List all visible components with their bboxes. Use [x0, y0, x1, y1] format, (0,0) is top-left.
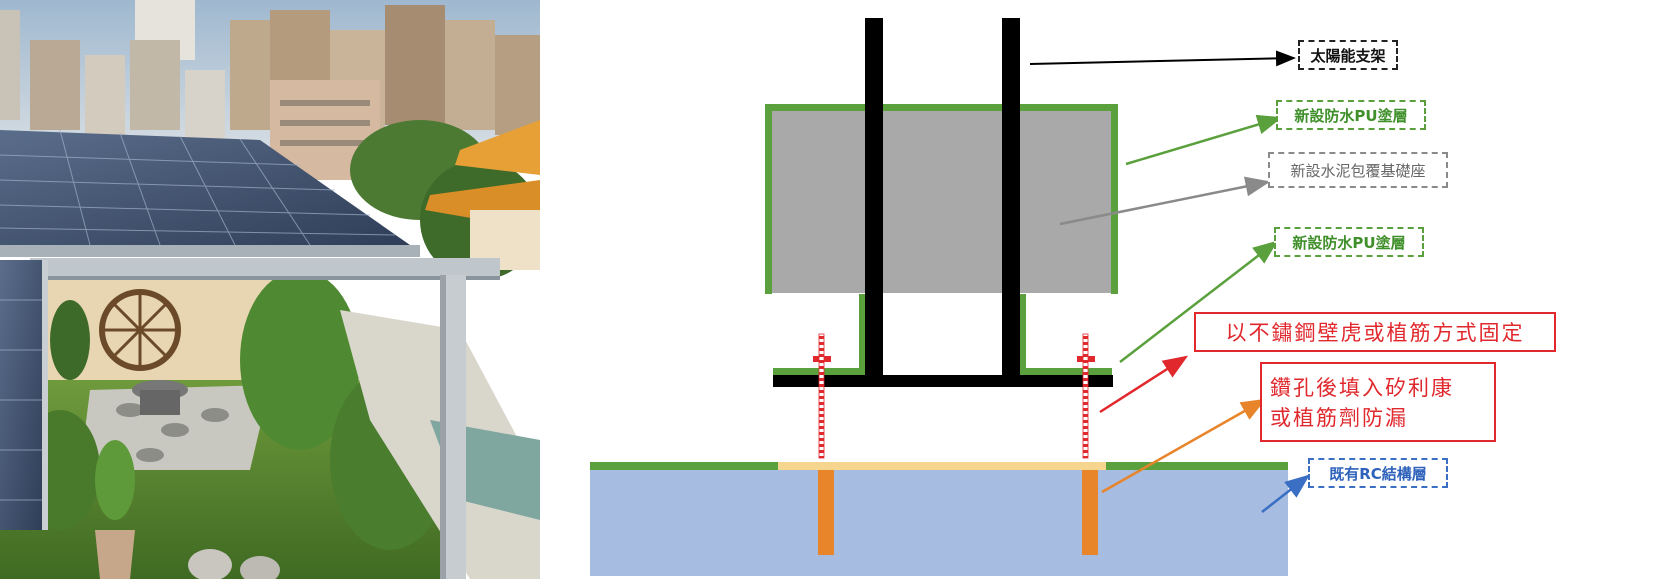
- anchor-hole-left: [818, 470, 834, 555]
- anchor-bolt-right: [1077, 333, 1095, 459]
- label-pu-coating-bottom: 新設防水PU塗層: [1274, 227, 1424, 257]
- neck-pu-left: [859, 294, 866, 372]
- arrow-concrete: [1059, 176, 1271, 226]
- base-pu-left: [765, 104, 772, 294]
- anchor-bolt-left: [813, 333, 831, 459]
- frame-post-left: [865, 18, 883, 378]
- label-grout-line1: 鑽孔後填入矽利康: [1270, 376, 1454, 400]
- base-pu-right: [1111, 104, 1118, 294]
- label-solar-frame: 太陽能支架: [1298, 40, 1398, 70]
- label-grout-line2: 或植筋劑防漏: [1270, 406, 1408, 430]
- arrow-pu-top: [1125, 114, 1283, 166]
- label-grout: 鑽孔後填入矽利康 或植筋劑防漏: [1260, 362, 1496, 442]
- label-concrete-base: 新設水泥包覆基礎座: [1268, 152, 1448, 188]
- arrow-rc: [1261, 474, 1310, 513]
- base-pu-top: [765, 104, 1118, 111]
- neck-pu-right: [1019, 294, 1026, 372]
- arrow-anchor: [1099, 355, 1189, 414]
- rooftop-solar-photo: [0, 0, 540, 579]
- concrete-base: [770, 108, 1113, 293]
- flange-pu-right: [1019, 368, 1112, 375]
- anchoring-diagram: 太陽能支架 新設防水PU塗層 新設水泥包覆基礎座 新設防水PU塗層 以不鏽鋼壁虎…: [560, 0, 1660, 579]
- arrow-solar-frame: [1029, 50, 1296, 67]
- arrow-pu-bottom: [1119, 240, 1278, 363]
- cross-section-svg: [590, 18, 1310, 576]
- arrow-grout: [1101, 398, 1267, 494]
- anchor-hole-right: [1082, 470, 1098, 555]
- solar-panel-photo: [0, 0, 540, 579]
- label-rc-layer: 既有RC結構層: [1308, 458, 1448, 488]
- sealant-strip: [778, 462, 1106, 470]
- frame-base-plate: [773, 375, 1113, 387]
- label-anchor-method: 以不鏽鋼壁虎或植筋方式固定: [1194, 312, 1556, 352]
- rc-slab: [590, 468, 1288, 576]
- frame-post-right: [1002, 18, 1020, 378]
- label-pu-coating-top: 新設防水PU塗層: [1276, 100, 1426, 130]
